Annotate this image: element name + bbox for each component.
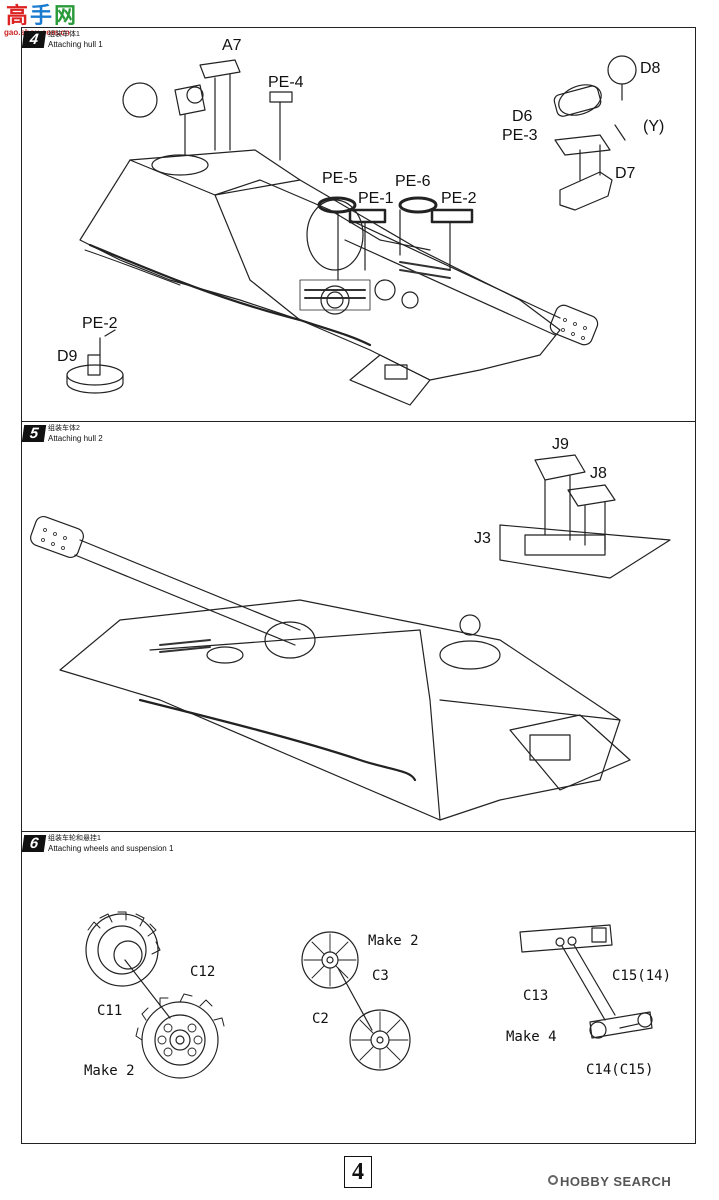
step-divider-6	[21, 831, 696, 832]
step-divider-5	[21, 421, 696, 422]
part-label-c2: C2	[312, 1011, 329, 1027]
part-label-j3: J3	[474, 530, 491, 547]
part-label-d6: D6	[512, 108, 533, 125]
step-4-title-en: Attaching hull 1	[48, 40, 103, 49]
make-2-wheel-note: Make 2	[368, 933, 419, 949]
watermark-char-2: 手	[30, 3, 55, 28]
part-label-d9: D9	[57, 348, 78, 365]
part-label-c3: C3	[372, 968, 389, 984]
part-label-c15-14: C15(14)	[612, 968, 672, 984]
part-label-c13: C13	[523, 988, 549, 1004]
make-2-sprocket-note: Make 2	[84, 1063, 135, 1079]
part-label-d8: D8	[640, 60, 661, 77]
step-6-title-en: Attaching wheels and suspension 1	[48, 844, 174, 853]
hobby-search-logo-icon	[548, 1175, 558, 1185]
part-label-pe-4: PE-4	[268, 74, 304, 91]
step-4-title-cn: 组装车体1	[48, 31, 80, 38]
watermark-char-3: 网	[54, 3, 79, 28]
watermark-logo: 高手网	[6, 4, 78, 28]
part-label-d7: D7	[615, 165, 636, 182]
step-6-title-cn: 组装车轮和悬挂1	[48, 835, 101, 842]
part-label-a7: A7	[222, 37, 242, 54]
part-label-c12: C12	[190, 964, 216, 980]
part-label-pe-2-upper: PE-2	[441, 190, 477, 207]
step-6-wheels-drawing	[85, 911, 653, 1079]
part-label-c11: C11	[97, 1003, 123, 1019]
make-4-suspension-note: Make 4	[506, 1029, 557, 1045]
part-label-pe-3: PE-3	[502, 127, 538, 144]
page-number: 4	[344, 1156, 372, 1188]
part-label-pe-2-lower: PE-2	[82, 315, 118, 332]
part-label-pe-6: PE-6	[395, 173, 431, 190]
step-5-title-en: Attaching hull 2	[48, 434, 103, 443]
part-label-j8: J8	[590, 465, 607, 482]
instruction-frame	[21, 27, 696, 1144]
part-label-j9: J9	[552, 436, 569, 453]
step-4-hull-drawing	[66, 55, 637, 406]
part-label-pe-1: PE-1	[358, 190, 394, 207]
step-5-hull-drawing	[30, 454, 671, 821]
watermark-char-1: 高	[6, 3, 31, 28]
part-label-c14-c15: C14(C15)	[586, 1062, 654, 1078]
part-label-pe-5: PE-5	[322, 170, 358, 187]
step-5-title-cn: 组装车体2	[48, 425, 80, 432]
hobby-search-brand: HOBBY SEARCH	[560, 1174, 672, 1189]
part-label-y: (Y)	[643, 118, 665, 135]
